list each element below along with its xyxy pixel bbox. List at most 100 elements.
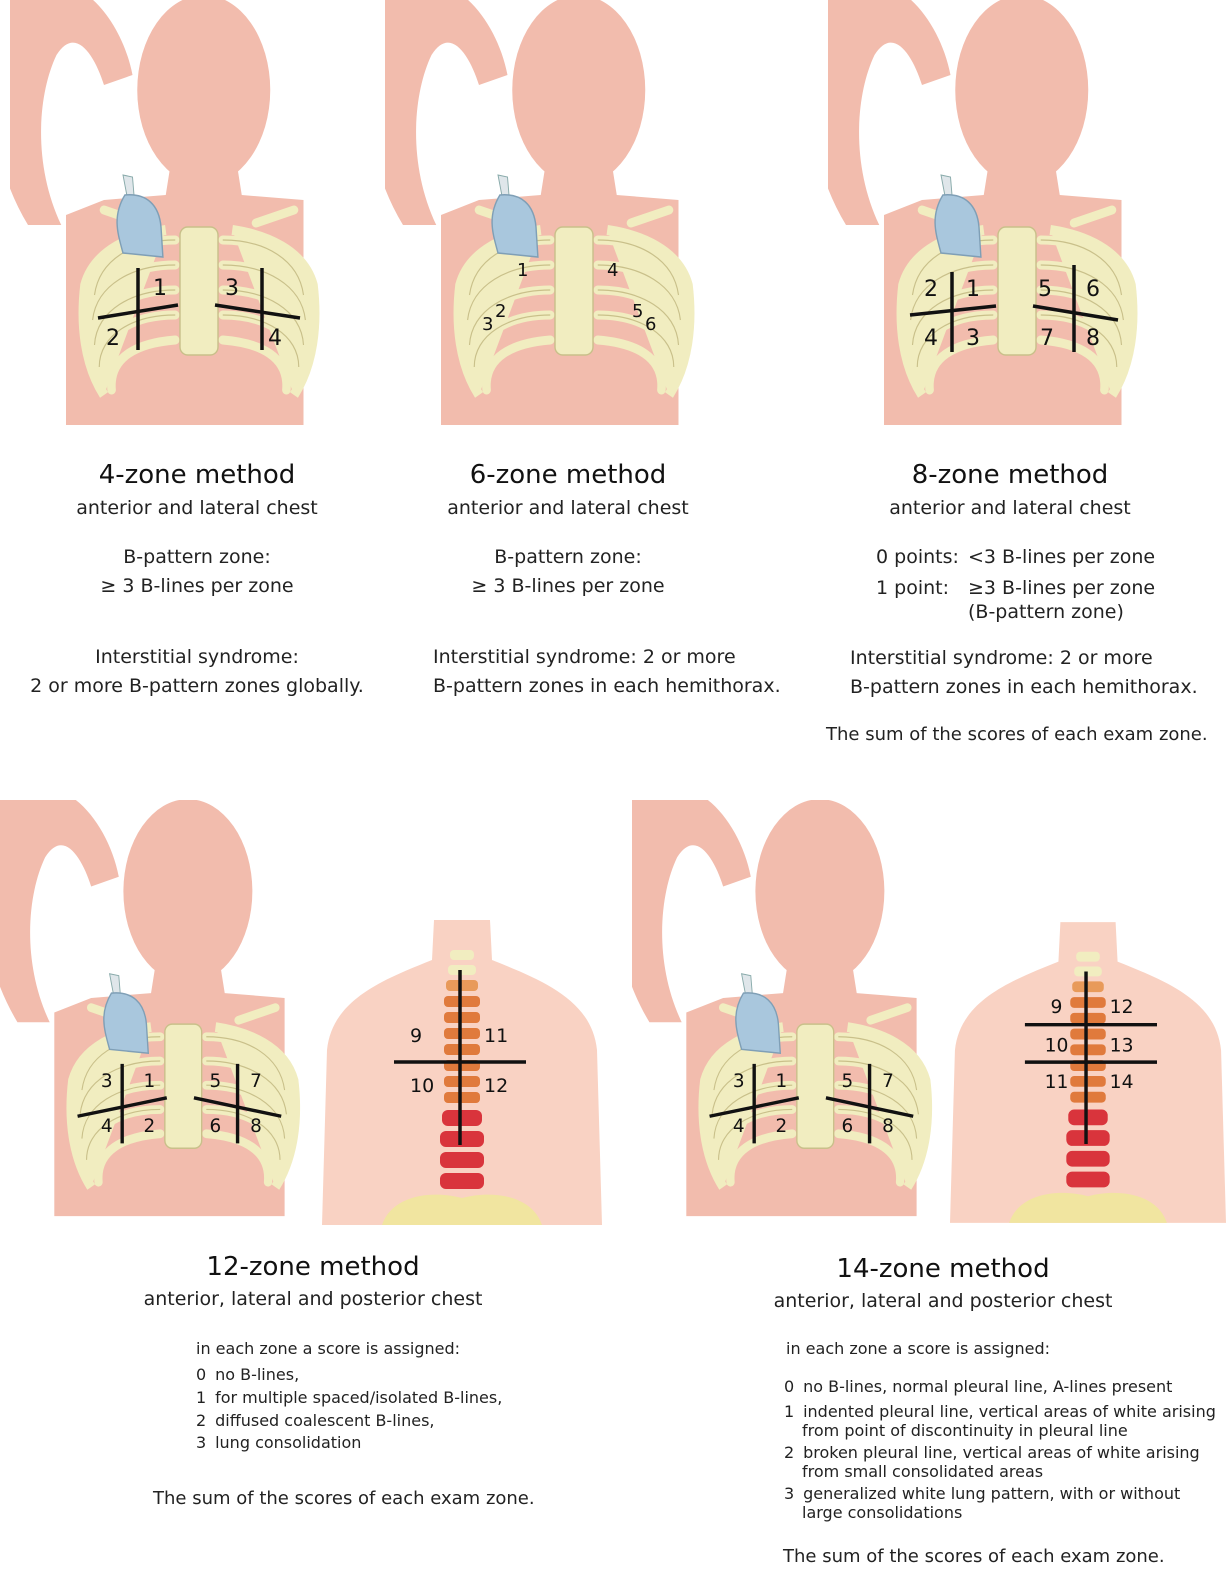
b-pattern-def: ≥ 3 B-lines per zone xyxy=(22,575,372,597)
panel-title: 6-zone method xyxy=(393,460,743,490)
score-item: 3 lung consolidation xyxy=(196,1433,361,1452)
zone-label: 4 xyxy=(733,1116,745,1137)
zone-label: 12 xyxy=(484,1075,508,1097)
zone-label: 6 xyxy=(1086,277,1100,302)
zone-label: 1 xyxy=(153,276,167,301)
zone-label: 9 xyxy=(410,1025,422,1047)
interstitial-def: 2 or more B-pattern zones globally. xyxy=(22,675,372,697)
interstitial-line2: B-pattern zones in each hemithorax. xyxy=(850,676,1198,698)
zone-label: 5 xyxy=(209,1071,221,1092)
score-number: 2 xyxy=(784,1443,798,1462)
sum-text: The sum of the scores of each exam zone. xyxy=(783,1546,1165,1567)
zone-label: 11 xyxy=(1045,1072,1069,1093)
zone-label: 2 xyxy=(924,277,938,302)
score-text: indented pleural line, vertical areas of… xyxy=(803,1402,1216,1421)
score-text: broken pleural line, vertical areas of w… xyxy=(803,1443,1200,1462)
score-continuation: from small consolidated areas xyxy=(784,1462,1043,1481)
interstitial-label: Interstitial syndrome: xyxy=(22,646,372,668)
interstitial-line1: Interstitial syndrome: 2 or more xyxy=(850,647,1153,669)
zone-label: 1 xyxy=(966,277,980,302)
zone-label: 3 xyxy=(101,1071,113,1092)
score1-label: 1 point: xyxy=(876,577,949,599)
score-continuation: from point of discontinuity in pleural l… xyxy=(784,1421,1128,1440)
score-number: 3 xyxy=(196,1433,210,1452)
score-number: 2 xyxy=(196,1411,210,1430)
zone-label: 5 xyxy=(841,1071,853,1092)
panel-subtitle: anterior, lateral and posterior chest xyxy=(768,1290,1118,1312)
score-number: 0 xyxy=(196,1365,210,1384)
score-text: no B-lines, xyxy=(215,1365,299,1384)
score-item: 3 generalized white lung pattern, with o… xyxy=(784,1484,1180,1503)
zone-label: 3 xyxy=(733,1071,745,1092)
figure-4-zone: 1 2 3 4 xyxy=(10,0,340,430)
zone-label: 5 xyxy=(632,301,643,322)
score-item: 2 broken pleural line, vertical areas of… xyxy=(784,1443,1200,1462)
zone-label: 1 xyxy=(776,1071,788,1092)
figure-8-zone: 1 2 3 4 5 6 7 8 xyxy=(828,0,1158,430)
zone-label: 7 xyxy=(250,1071,262,1092)
score-text: lung consolidation xyxy=(215,1433,361,1452)
score-item: 0 no B-lines, xyxy=(196,1365,299,1384)
zone-label: 8 xyxy=(250,1116,262,1137)
figure-12-zone-back: 9 10 11 12 xyxy=(322,920,602,1225)
panel-title: 14-zone method xyxy=(768,1254,1118,1284)
zone-label: 4 xyxy=(924,326,938,351)
figure-12-zone-front: 1 2 3 4 5 6 7 8 xyxy=(0,800,320,1225)
zone-label: 6 xyxy=(841,1116,853,1137)
score-number: 1 xyxy=(196,1388,210,1407)
b-pattern-label: B-pattern zone: xyxy=(22,546,372,568)
score0-label: 0 points: xyxy=(876,546,959,568)
figure-14-zone-back: 9 10 11 12 13 14 xyxy=(950,920,1226,1225)
zone-label: 8 xyxy=(1086,326,1100,351)
zone-label: 3 xyxy=(482,314,493,335)
score1-note: (B-pattern zone) xyxy=(968,601,1124,623)
score-number: 0 xyxy=(784,1377,798,1396)
figure-14-zone-front: 1 2 3 4 5 6 7 8 xyxy=(632,800,952,1225)
zone-label: 6 xyxy=(209,1116,221,1137)
zone-label: 1 xyxy=(517,260,528,281)
sum-text: The sum of the scores of each exam zone. xyxy=(826,724,1208,745)
score0-def: <3 B-lines per zone xyxy=(968,546,1155,568)
score-text: diffused coalescent B-lines, xyxy=(215,1411,434,1430)
zone-label: 4 xyxy=(101,1116,113,1137)
zone-label: 10 xyxy=(1045,1035,1069,1056)
zone-label: 4 xyxy=(607,260,618,281)
score-text: generalized white lung pattern, with or … xyxy=(803,1484,1180,1503)
score-item: 1 for multiple spaced/isolated B-lines, xyxy=(196,1388,502,1407)
score-text: no B-lines, normal pleural line, A-lines… xyxy=(803,1377,1172,1396)
score-item: 1 indented pleural line, vertical areas … xyxy=(784,1402,1216,1421)
score-number: 1 xyxy=(784,1402,798,1421)
zone-label: 7 xyxy=(1040,326,1054,351)
score-continuation: large consolidations xyxy=(784,1503,962,1522)
score-item: 2 diffused coalescent B-lines, xyxy=(196,1411,434,1430)
score1-def: ≥3 B-lines per zone xyxy=(968,577,1155,599)
panel-subtitle: anterior, lateral and posterior chest xyxy=(138,1288,488,1310)
zone-label: 1 xyxy=(144,1071,156,1092)
figure-6-zone: 1 2 3 4 5 6 xyxy=(385,0,715,430)
zone-label: 8 xyxy=(882,1116,894,1137)
panel-title: 4-zone method xyxy=(22,460,372,490)
zone-label: 2 xyxy=(776,1116,788,1137)
zone-label: 10 xyxy=(410,1075,434,1097)
interstitial-line2: B-pattern zones in each hemithorax. xyxy=(433,675,781,697)
panel-subtitle: anterior and lateral chest xyxy=(22,497,372,519)
zone-label: 4 xyxy=(268,326,282,351)
zone-label: 6 xyxy=(645,314,656,335)
zone-label: 14 xyxy=(1110,1072,1134,1093)
b-pattern-def: ≥ 3 B-lines per zone xyxy=(393,575,743,597)
panel-title: 8-zone method xyxy=(835,460,1185,490)
zone-label: 9 xyxy=(1051,997,1063,1018)
b-pattern-label: B-pattern zone: xyxy=(393,546,743,568)
score-intro: in each zone a score is assigned: xyxy=(786,1339,1050,1358)
score-item: 0 no B-lines, normal pleural line, A-lin… xyxy=(784,1377,1172,1396)
score-text: for multiple spaced/isolated B-lines, xyxy=(215,1388,502,1407)
zone-label: 13 xyxy=(1110,1035,1134,1056)
panel-title: 12-zone method xyxy=(138,1252,488,1282)
score-number: 3 xyxy=(784,1484,798,1503)
zone-label: 2 xyxy=(144,1116,156,1137)
zone-label: 2 xyxy=(106,326,120,351)
zone-label: 5 xyxy=(1038,277,1052,302)
zone-label: 7 xyxy=(882,1071,894,1092)
sum-text: The sum of the scores of each exam zone. xyxy=(153,1488,535,1509)
zone-label: 3 xyxy=(966,326,980,351)
